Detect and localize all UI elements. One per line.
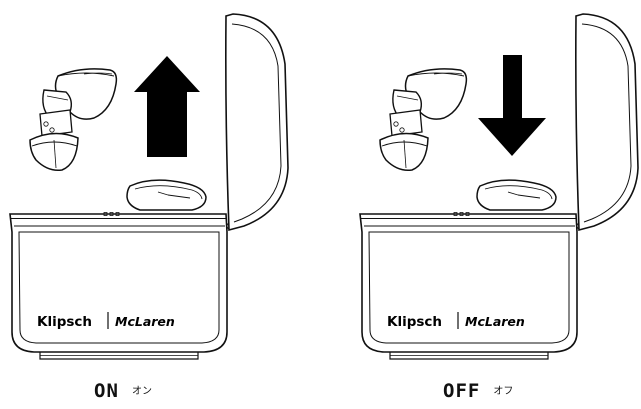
arrow-up-icon bbox=[134, 56, 200, 157]
case-illustration bbox=[359, 13, 639, 360]
state-label-off-ja: オフ bbox=[493, 386, 514, 397]
panel-on: Klipsch McLaren bbox=[9, 13, 289, 360]
case-illustration bbox=[9, 13, 289, 360]
state-label-off: OFF bbox=[443, 380, 481, 402]
arrow-down-icon bbox=[478, 55, 546, 156]
panel-off: Klipsch McLaren bbox=[359, 13, 639, 360]
brand-klipsch: Klipsch bbox=[37, 314, 92, 330]
state-label-on-ja: オン bbox=[131, 386, 152, 397]
brand-klipsch: Klipsch bbox=[387, 314, 442, 330]
caption-off: OFF オフ bbox=[443, 380, 513, 402]
caption-on: ON オン bbox=[94, 380, 152, 402]
state-label-on: ON bbox=[94, 380, 119, 402]
brand-mclaren: McLaren bbox=[465, 314, 525, 329]
brand-mclaren: McLaren bbox=[115, 314, 175, 329]
